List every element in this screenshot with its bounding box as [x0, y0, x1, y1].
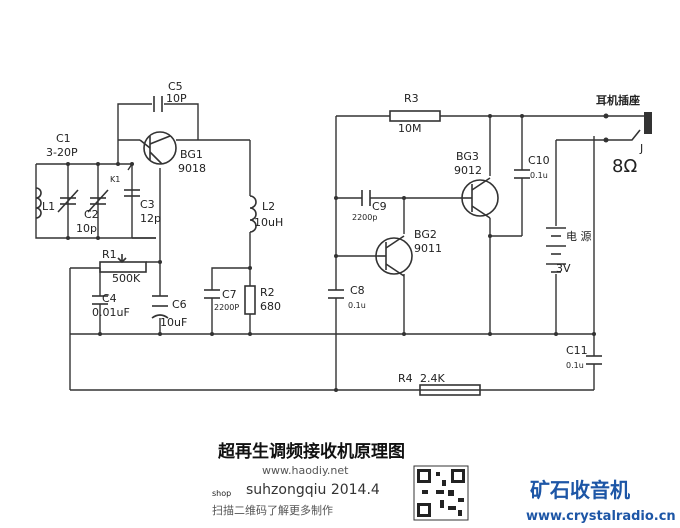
c2-ref: C2	[84, 208, 99, 221]
c11-ref: C11	[566, 344, 588, 357]
watermark-scan: 扫描二维码了解更多制作	[212, 503, 333, 517]
resistor-r3-symbol	[389, 110, 441, 122]
author-credit: suhzongqiu 2014.4	[246, 482, 380, 498]
c3-ref: C3	[140, 198, 155, 211]
r4-ref: R4	[398, 372, 413, 385]
c9-ref: C9	[372, 200, 387, 213]
transistor-bg1-symbol	[139, 131, 177, 165]
bg1-value: 9018	[178, 162, 206, 175]
headphone-jack-symbol	[603, 112, 652, 143]
c1-value: 3-20P	[46, 146, 78, 159]
switch-k1-symbol	[116, 162, 134, 166]
r1-value: 500K	[112, 272, 141, 285]
r3-value: 10M	[398, 122, 422, 135]
c5-ref: C5	[168, 80, 183, 93]
r2-value: 680	[260, 300, 281, 313]
capacitor-c2-symbol	[87, 189, 109, 213]
resistor-r2-symbol	[244, 285, 256, 315]
c8-value: 0.1u	[348, 301, 366, 310]
c4-value: 0.01uF	[92, 306, 130, 319]
c11-value: 0.1u	[566, 361, 584, 370]
potentiometer-r1-symbol	[99, 254, 147, 273]
transistor-bg3-symbol	[460, 177, 499, 219]
capacitor-c3-symbol	[124, 189, 140, 197]
c5-value: 10P	[166, 92, 187, 105]
c2-value: 10p	[76, 222, 97, 235]
bg2-value: 9011	[414, 242, 442, 255]
c6-value: 10uF	[160, 316, 187, 329]
c10-value: 0.1u	[530, 171, 548, 180]
bg3-value: 9012	[454, 164, 482, 177]
transistor-bg2-symbol	[375, 235, 413, 277]
qr-code	[413, 465, 469, 521]
l2-ref: L2	[262, 200, 275, 213]
bg1-ref: BG1	[180, 148, 203, 161]
capacitor-c11-symbol	[586, 355, 602, 365]
c7-value: 2200P	[214, 303, 239, 312]
bg3-ref: BG3	[456, 150, 479, 163]
watermark-site: www.haodiy.net	[262, 464, 349, 477]
battery-symbol	[546, 227, 566, 273]
jack-ref: J	[639, 142, 643, 155]
c9-value: 2200p	[352, 213, 377, 222]
k1-ref: K1	[110, 175, 120, 184]
r2-ref: R2	[260, 286, 275, 299]
power-label: 电 源	[566, 229, 592, 243]
power-value: 3V	[556, 262, 571, 275]
capacitor-c6-symbol	[151, 295, 169, 319]
c4-ref: C4	[102, 292, 117, 305]
c8-ref: C8	[350, 284, 365, 297]
jack-impedance: 8Ω	[612, 156, 637, 177]
c3-value: 12p	[140, 212, 161, 225]
circuit-wires	[35, 103, 606, 391]
resistor-r4-symbol	[419, 384, 481, 396]
r1-ref: R1	[102, 248, 117, 261]
capacitor-c7-symbol	[204, 289, 220, 299]
capacitor-c10-symbol	[514, 169, 530, 179]
r4-value: 2.4K	[420, 372, 445, 385]
page-title: 超再生调频接收机原理图	[218, 441, 405, 462]
c6-ref: C6	[172, 298, 187, 311]
capacitor-c5-symbol	[152, 96, 164, 112]
bg2-ref: BG2	[414, 228, 437, 241]
jack-label: 耳机插座	[596, 93, 640, 107]
inductor-l1-symbol	[35, 187, 42, 219]
brand-logo: 矿石收音机 www.crystalradio.cn	[526, 478, 676, 524]
inductor-l2-symbol	[249, 195, 257, 233]
capacitor-c4-symbol	[92, 295, 108, 305]
brand-url: www.crystalradio.cn	[526, 509, 676, 524]
c1-ref: C1	[56, 132, 71, 145]
capacitor-c1-symbol	[57, 189, 79, 213]
brand-name: 矿石收音机	[530, 478, 630, 502]
watermark-shop: shop	[212, 489, 231, 498]
capacitor-c8-symbol	[328, 289, 344, 299]
junction-dots	[66, 114, 596, 392]
capacitor-c9-symbol	[361, 190, 371, 206]
l2-value: 10uH	[254, 216, 283, 229]
c7-ref: C7	[222, 288, 237, 301]
r3-ref: R3	[404, 92, 419, 105]
c10-ref: C10	[528, 154, 550, 167]
l1-ref: L1	[42, 200, 55, 213]
